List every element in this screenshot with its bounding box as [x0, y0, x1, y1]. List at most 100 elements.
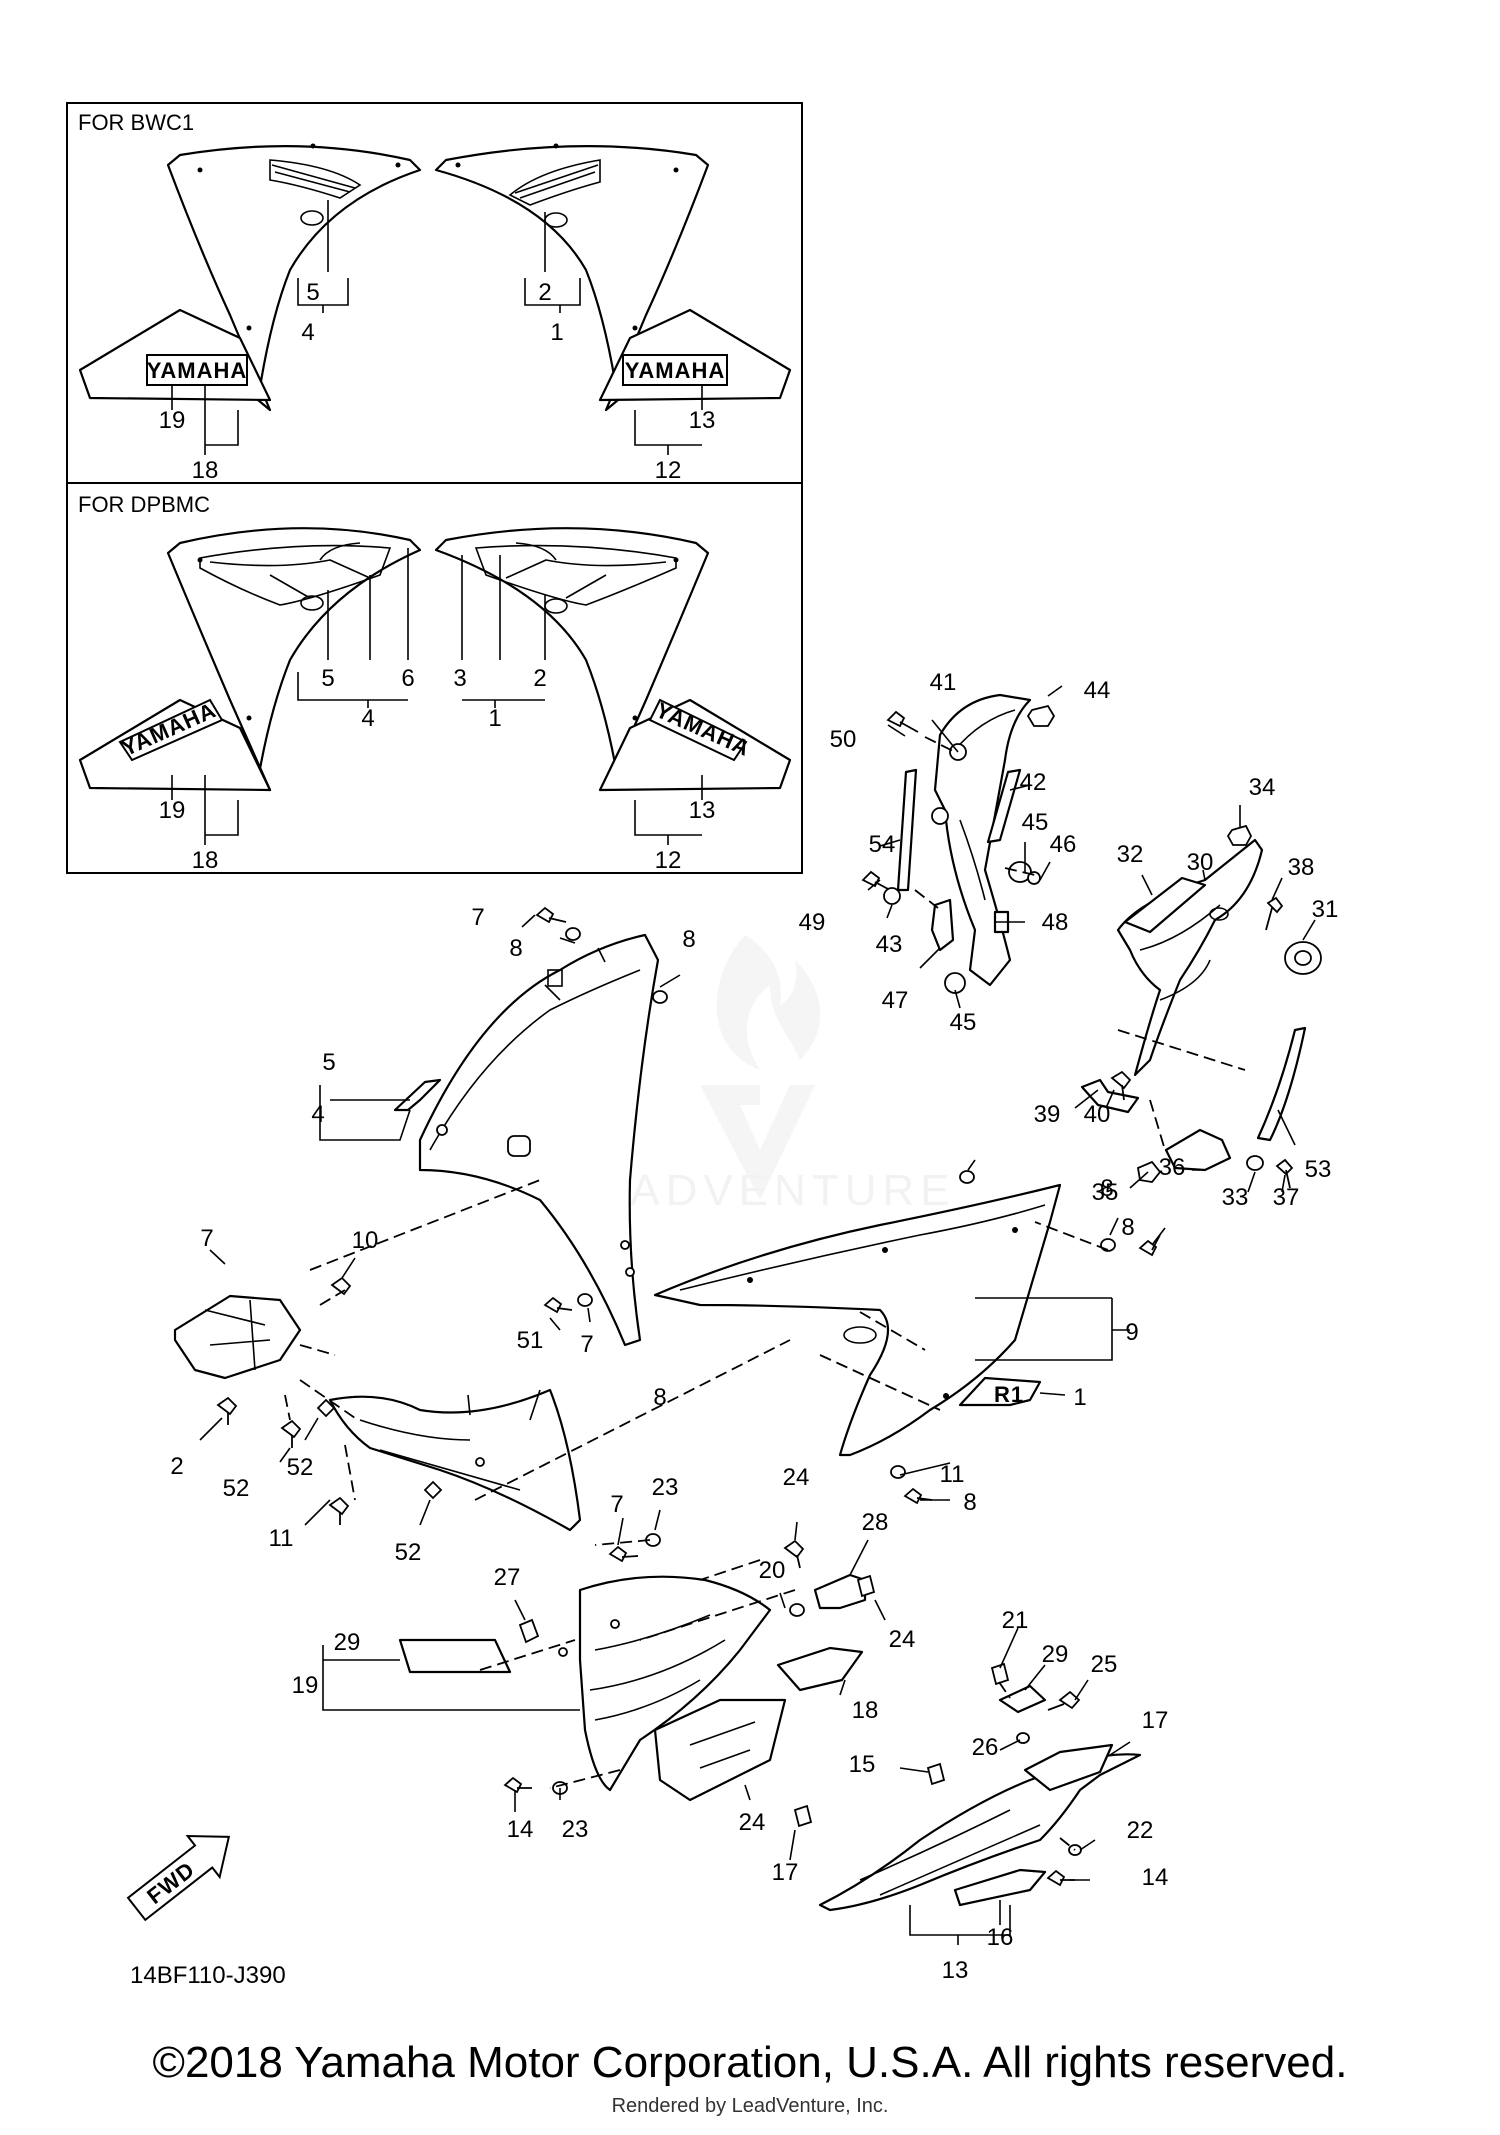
cowl-boss	[507, 1135, 531, 1157]
callout-main-24: 24	[783, 1464, 810, 1491]
callout-main-53: 53	[1305, 1156, 1332, 1183]
rubber-strip-54	[896, 768, 918, 892]
callout-main-22: 22	[1127, 1817, 1154, 1844]
main-exploded-view: R1	[126, 279, 1339, 1989]
screw-52-c	[328, 1496, 350, 1525]
callout-main-24: 24	[889, 1626, 916, 1653]
rendered-by-notice: Rendered by LeadVenture, Inc.	[611, 2095, 889, 2117]
callout-bwc1-18: 18	[192, 457, 219, 484]
callout-main-46: 46	[1050, 831, 1077, 858]
callout-main-52: 52	[223, 1475, 250, 1502]
screw-28	[783, 1539, 805, 1569]
plate-39	[1080, 1078, 1140, 1114]
collar-43	[883, 887, 901, 905]
callout-main-43: 43	[876, 931, 903, 958]
screw-49	[861, 870, 891, 891]
screw-52-a	[216, 1396, 238, 1425]
washer-8-upper-right	[652, 990, 668, 1004]
callout-main-40: 40	[1084, 1101, 1111, 1128]
callout-main-8: 8	[1121, 1214, 1134, 1241]
grommet-45-lower	[944, 972, 966, 994]
callout-main-50: 50	[830, 726, 857, 753]
washer-24-mid	[789, 1603, 805, 1617]
callout-main-39: 39	[1034, 1101, 1061, 1128]
under-cowling-18	[578, 1575, 772, 1792]
clip-11-a	[316, 1398, 336, 1418]
clip-14-b	[793, 1804, 813, 1828]
callout-main-42: 42	[1020, 769, 1047, 796]
bracket-36	[1164, 1128, 1232, 1172]
pad-22	[653, 1698, 787, 1802]
bwc1-left-yamaha-decal: YAMAHA	[147, 358, 248, 383]
callout-main-5: 5	[322, 1049, 335, 1076]
callout-main-36: 36	[1159, 1154, 1186, 1181]
clip-14-a	[926, 1762, 946, 1786]
callout-main-23: 23	[562, 1816, 589, 1843]
callout-main-8: 8	[1100, 1175, 1113, 1202]
nut-44	[1026, 704, 1056, 727]
callout-main-31: 31	[1312, 896, 1339, 923]
callout-main-17: 17	[772, 1859, 799, 1886]
callout-bwc1-1: 1	[550, 319, 563, 346]
callout-bwc1-2: 2	[538, 279, 551, 306]
callout-main-24: 24	[739, 1809, 766, 1836]
callout-main-35: 35	[1092, 1179, 1119, 1206]
callout-main-41: 41	[930, 669, 957, 696]
decal-19	[398, 1638, 512, 1674]
callout-dpbmc-1: 1	[488, 705, 501, 732]
variant-label-dpbmc: FOR DPBMC	[78, 492, 210, 517]
callout-dpbmc-6: 6	[401, 665, 414, 692]
clip-29-b	[990, 1662, 1010, 1686]
dpbmc-left-fairing	[166, 527, 422, 792]
callout-main-45: 45	[1022, 809, 1049, 836]
callout-dpbmc-19: 19	[159, 797, 186, 824]
variant-box-bwc1: FOR BWC1 YAMAHA YAMAHA	[66, 102, 803, 484]
callout-main-4: 4	[311, 1101, 324, 1128]
inner-panel-9	[328, 1388, 582, 1532]
screw-7-lower	[903, 1487, 933, 1505]
screw-16	[1046, 1869, 1075, 1887]
callout-dpbmc-2: 2	[533, 665, 546, 692]
bwc1-right-yamaha-decal: YAMAHA	[625, 358, 726, 383]
bracket-30	[1116, 838, 1264, 1077]
callout-dpbmc-12: 12	[655, 847, 682, 874]
callout-main-18: 18	[852, 1697, 879, 1724]
callout-bwc1-13: 13	[689, 407, 716, 434]
callout-main-29: 29	[1042, 1641, 1069, 1668]
variant-label-bwc1: FOR BWC1	[78, 110, 194, 135]
collar-46	[1027, 871, 1041, 885]
rubber-strip-53	[1256, 1026, 1307, 1142]
screw-52-b	[280, 1419, 302, 1448]
dpbmc-right-lower-panel	[598, 698, 792, 792]
callout-main-7: 7	[471, 904, 484, 931]
callout-main-8: 8	[509, 935, 522, 962]
callout-main-8: 8	[963, 1489, 976, 1516]
callout-main-14: 14	[507, 1816, 534, 1843]
bolt-26	[1047, 1690, 1081, 1711]
callout-main-20: 20	[759, 1557, 786, 1584]
clip-29-a	[856, 1574, 876, 1598]
callout-main-32: 32	[1117, 841, 1144, 868]
washer-8-lower	[890, 1465, 906, 1479]
callout-main-38: 38	[1288, 854, 1315, 881]
callout-main-27: 27	[494, 1564, 521, 1591]
callout-main-11: 11	[940, 1461, 965, 1488]
callout-main-9: 9	[1125, 1319, 1138, 1346]
copyright-notice: ©2018 Yamaha Motor Corporation, U.S.A. A…	[152, 2038, 1348, 2087]
callout-main-2: 2	[170, 1453, 183, 1480]
washer-8-upper	[565, 927, 581, 941]
callout-main-7: 7	[200, 1225, 213, 1252]
side-cowling-1	[653, 1183, 1062, 1457]
callout-main-15: 15	[849, 1751, 876, 1778]
nut-34	[1226, 824, 1253, 846]
air-duct-10	[173, 1294, 302, 1380]
screw-23-upper	[608, 1545, 639, 1563]
callout-main-13: 13	[942, 1957, 969, 1984]
plate-32	[1123, 876, 1207, 934]
pad-21	[776, 1646, 864, 1692]
callout-bwc1-19: 19	[159, 407, 186, 434]
washer-8-right-a	[959, 1170, 975, 1184]
diagram-code: 14BF110-J390	[130, 1962, 286, 1989]
callout-main-19: 19	[292, 1672, 319, 1699]
